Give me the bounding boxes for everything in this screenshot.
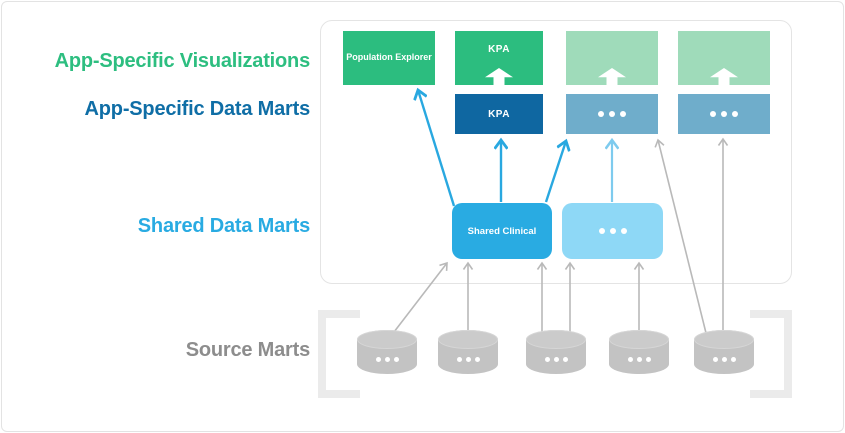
population-explorer-label: Population Explorer <box>346 52 432 63</box>
left-bracket <box>318 310 360 398</box>
cylinder-top <box>526 330 586 349</box>
data-mart-placeholder-box-1 <box>566 94 658 134</box>
ellipsis-icon <box>357 357 417 362</box>
ellipsis-icon <box>694 357 754 362</box>
label-source-marts: Source Marts <box>185 339 311 361</box>
ellipsis-icon <box>609 357 669 362</box>
label-shared-data-marts: Shared Data Marts <box>137 215 310 237</box>
visualization-placeholder-box-2 <box>678 31 770 85</box>
label-app-specific-data-marts: App-Specific Data Marts <box>84 98 311 120</box>
ellipsis-icon <box>438 357 498 362</box>
cylinder-top <box>357 330 417 349</box>
kpa-visualization-box: KPA <box>455 31 543 85</box>
up-arrow-icon <box>710 68 738 85</box>
up-arrow-icon <box>598 68 626 85</box>
shared-clinical-box: Shared Clinical <box>452 203 552 259</box>
shared-data-mart-placeholder-box <box>562 203 663 259</box>
visualization-placeholder-box-1 <box>566 31 658 85</box>
ellipsis-icon <box>596 228 629 234</box>
kpa-visualization-label: KPA <box>488 44 510 55</box>
cylinder-top <box>694 330 754 349</box>
population-explorer-box: Population Explorer <box>343 31 435 85</box>
up-arrow-icon <box>485 68 513 85</box>
shared-clinical-label: Shared Clinical <box>467 225 537 237</box>
data-mart-placeholder-box-2 <box>678 94 770 134</box>
source-mart-cylinder-2 <box>438 330 498 377</box>
source-mart-cylinder-5 <box>694 330 754 377</box>
source-mart-cylinder-4 <box>609 330 669 377</box>
kpa-data-mart-box: KPA <box>455 94 543 134</box>
cylinder-top <box>438 330 498 349</box>
ellipsis-icon <box>596 111 629 117</box>
kpa-data-mart-label: KPA <box>488 108 510 120</box>
ellipsis-icon <box>708 111 741 117</box>
source-mart-cylinder-1 <box>357 330 417 377</box>
right-bracket <box>750 310 792 398</box>
label-app-specific-visualizations: App-Specific Visualizations <box>54 50 311 72</box>
ellipsis-icon <box>526 357 586 362</box>
source-mart-cylinder-3 <box>526 330 586 377</box>
cylinder-top <box>609 330 669 349</box>
